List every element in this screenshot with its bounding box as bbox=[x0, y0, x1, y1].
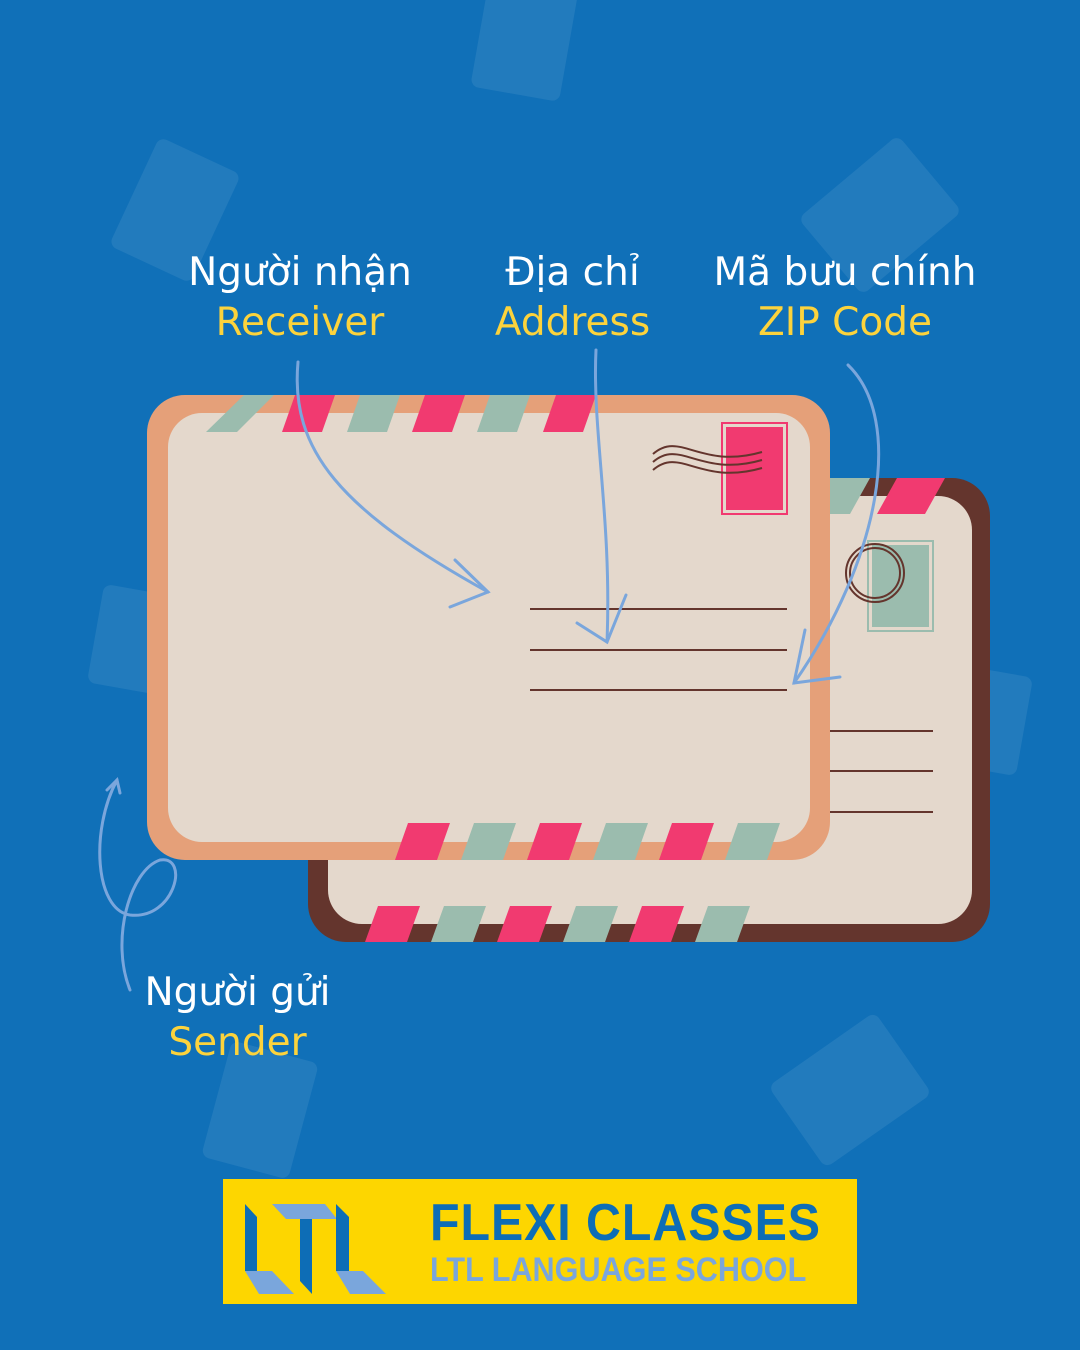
label-address: Địa chỉ Address bbox=[470, 248, 675, 348]
ltl-logo-mark-icon bbox=[245, 1204, 386, 1294]
receiver-english: Receiver bbox=[215, 300, 385, 345]
address-english: Address bbox=[494, 300, 651, 345]
zip-vietnamese: Mã bưu chính bbox=[713, 250, 977, 295]
front-envelope bbox=[147, 395, 830, 860]
sender-arrow bbox=[98, 777, 178, 992]
sender-vietnamese: Người gửi bbox=[144, 970, 331, 1015]
label-receiver: Người nhận Receiver bbox=[170, 248, 430, 348]
address-arrow bbox=[575, 348, 628, 645]
zip-english: ZIP Code bbox=[758, 300, 932, 345]
ltl-flexi-classes-logo: FLEXI CLASSES LTL LANGUAGE SCHOOL bbox=[223, 1179, 857, 1304]
receiver-vietnamese: Người nhận bbox=[188, 250, 412, 295]
label-sender: Người gửi Sender bbox=[130, 968, 345, 1068]
label-zip-code: Mã bưu chính ZIP Code bbox=[700, 248, 990, 348]
receiver-arrow bbox=[295, 360, 491, 609]
logo-title: FLEXI CLASSES bbox=[430, 1194, 821, 1252]
sender-english: Sender bbox=[168, 1020, 307, 1065]
zip-arrow bbox=[792, 363, 881, 685]
logo-subtitle: LTL LANGUAGE SCHOOL bbox=[430, 1251, 807, 1289]
address-vietnamese: Địa chỉ bbox=[505, 250, 640, 295]
